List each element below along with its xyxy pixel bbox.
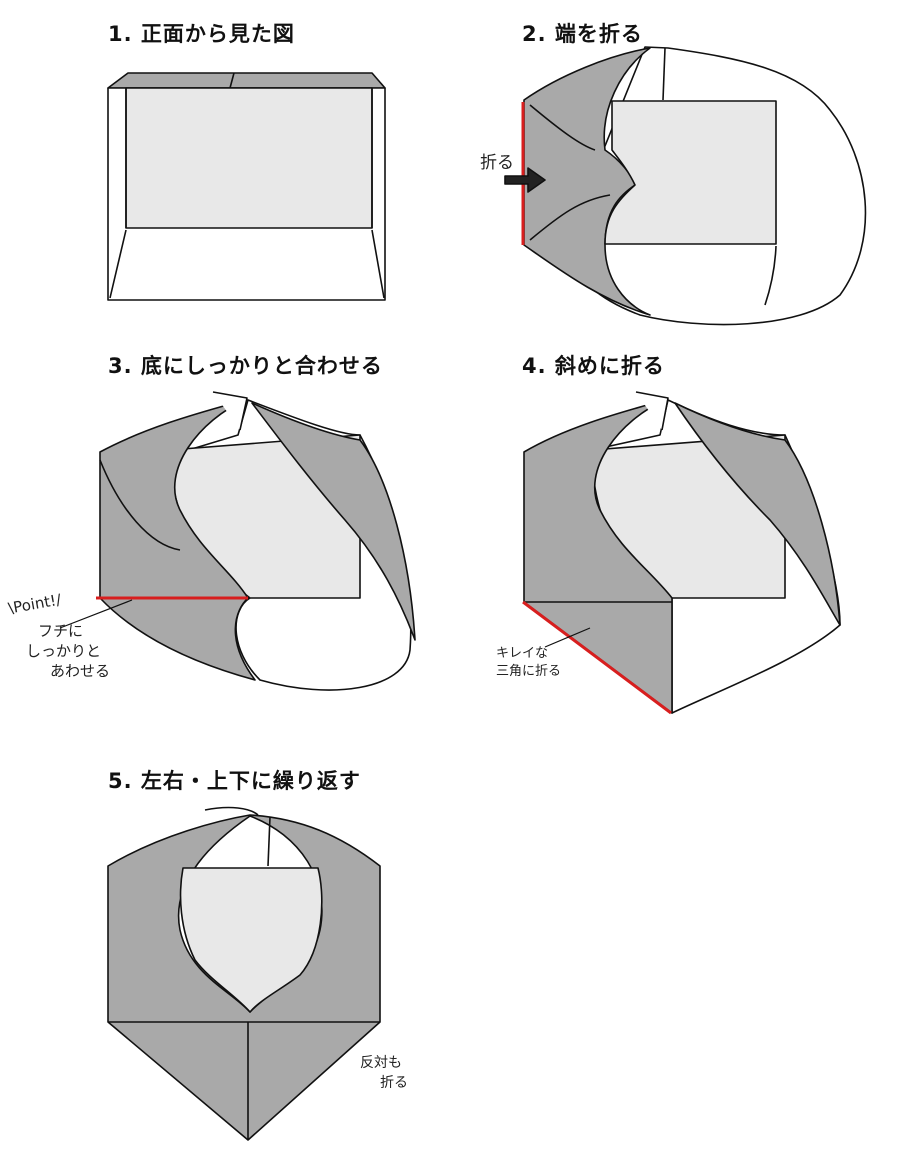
- step-5-title: 5. 左右・上下に繰り返す: [108, 769, 361, 793]
- step-3-title: 3. 底にしっかりと合わせる: [108, 354, 383, 378]
- step-4-note-line-1: キレイな: [496, 646, 549, 661]
- step-4-note-arrow: [544, 627, 591, 648]
- step-2-title: 2. 端を折る: [522, 22, 643, 46]
- step-2-illustration: [504, 46, 867, 326]
- step-5-illustration: [107, 806, 381, 1141]
- step-4-title: 4. 斜めに折る: [522, 354, 665, 378]
- step-5-note-line-1: 反対も: [360, 1055, 402, 1071]
- step-4-illustration: [522, 391, 841, 715]
- step-3-note-line-3: あわせる: [50, 662, 111, 680]
- step-3-illustration: [96, 391, 416, 691]
- step-1-title: 1. 正面から見た図: [108, 22, 295, 46]
- step-2-fold-note: 折る: [480, 153, 514, 173]
- step-3-note-line-2: しっかりと: [26, 642, 102, 660]
- step-3-note-arrow: [59, 599, 133, 629]
- step-3-note-line-1: フチに: [38, 622, 84, 640]
- step-1-illustration: [107, 72, 386, 301]
- step-4-note-line-2: 三角に折る: [496, 664, 562, 679]
- step-5-note-line-2: 折る: [380, 1075, 408, 1091]
